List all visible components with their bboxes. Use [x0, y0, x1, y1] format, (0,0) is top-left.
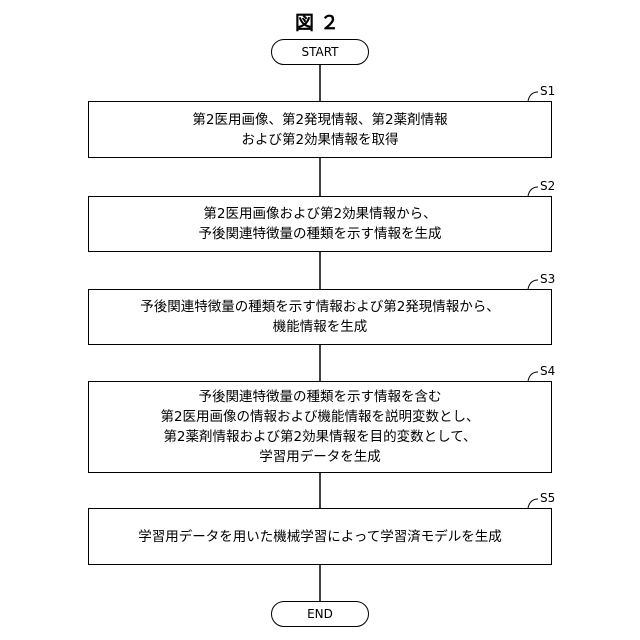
- step-label-s5: S5: [540, 491, 555, 505]
- step-label-s4: S4: [540, 364, 555, 378]
- figure-title: 図２: [0, 8, 640, 35]
- step-text-line: 第2医用画像および第2効果情報から、: [203, 204, 436, 224]
- step-text-line: 予後関連特徴量の種類を示す情報を生成: [199, 224, 442, 244]
- leader-s4: [528, 372, 538, 381]
- leader-s3: [528, 280, 538, 289]
- leader-s2: [528, 187, 538, 196]
- step-text-line: 学習用データを用いた機械学習によって学習済モデルを生成: [138, 527, 501, 547]
- step-text-line: および第2効果情報を取得: [241, 130, 398, 150]
- step-box-s1: 第2医用画像、第2発現情報、第2薬剤情報 および第2効果情報を取得: [88, 101, 552, 158]
- step-box-s3: 予後関連特徴量の種類を示す情報および第2発現情報から、 機能情報を生成: [88, 289, 552, 345]
- step-text-line: 第2薬剤情報および第2効果情報を目的変数として、: [163, 427, 476, 447]
- leader-s1: [528, 92, 538, 101]
- step-text-line: 予後関連特徴量の種類を示す情報および第2発現情報から、: [140, 297, 500, 317]
- leader-s5: [528, 499, 538, 508]
- start-terminal: START: [271, 39, 369, 65]
- step-box-s4: 予後関連特徴量の種類を示す情報を含む 第2医用画像の情報および機能情報を説明変数…: [88, 381, 552, 473]
- step-label-s2: S2: [540, 179, 555, 193]
- step-label-s1: S1: [540, 84, 555, 98]
- step-box-s5: 学習用データを用いた機械学習によって学習済モデルを生成: [88, 508, 552, 565]
- step-label-s3: S3: [540, 272, 555, 286]
- step-text-line: 第2医用画像の情報および機能情報を説明変数とし、: [160, 407, 479, 427]
- step-box-s2: 第2医用画像および第2効果情報から、 予後関連特徴量の種類を示す情報を生成: [88, 196, 552, 252]
- step-text-line: 第2医用画像、第2発現情報、第2薬剤情報: [192, 110, 447, 130]
- step-text-line: 予後関連特徴量の種類を示す情報を含む: [199, 387, 442, 407]
- end-terminal: END: [271, 601, 369, 627]
- step-text-line: 機能情報を生成: [273, 317, 368, 337]
- step-text-line: 学習用データを生成: [259, 447, 381, 467]
